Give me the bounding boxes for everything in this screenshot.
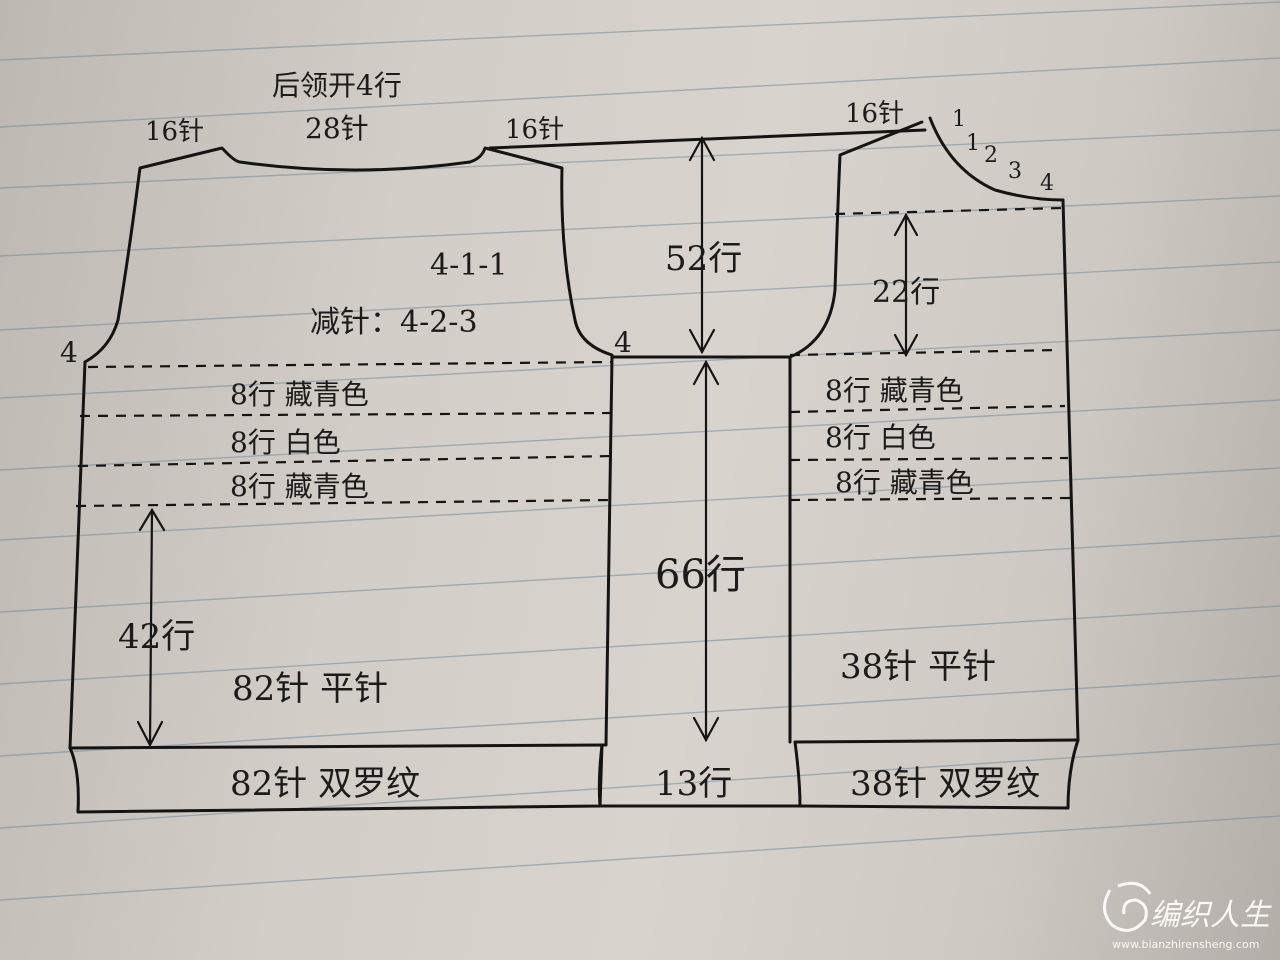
back-neck-label: 后领开4行	[272, 69, 402, 102]
back-stitches-label: 82针 平针	[232, 669, 388, 709]
stripe-dashes	[75, 206, 1071, 508]
decrease-line1-label: 4-1-1	[430, 248, 508, 283]
stripe-left-3-label: 8行 藏青色	[230, 470, 369, 503]
front-neck-curve	[928, 116, 1065, 202]
left-body-arrow	[148, 508, 154, 747]
stripe-left-2-label: 8行 白色	[230, 426, 341, 459]
shoulder-middle-label: 16针	[505, 115, 564, 145]
armhole-height-label: 52行	[665, 239, 742, 279]
stripe-right-1-label: 8行 藏青色	[825, 374, 964, 407]
watermark-url: www.bianzhirensheng.com	[1112, 938, 1259, 951]
stripe-left-1-label: 8行 藏青色	[230, 378, 369, 411]
back-rib	[68, 743, 604, 814]
neck-step-3: 3	[1008, 159, 1022, 184]
back-rib-label: 82针 双罗纹	[230, 764, 420, 804]
stripe-right-2-label: 8行 白色	[825, 421, 936, 454]
shoulder-top-line	[488, 128, 927, 150]
measurement-arrows	[136, 135, 919, 748]
sleeve-left-side	[604, 355, 614, 747]
front-neck-height-label: 22行	[872, 275, 940, 310]
armhole-right-rows-label: 4	[614, 326, 632, 359]
watermark-logo-icon	[1103, 881, 1152, 932]
pattern-outline	[68, 116, 1080, 814]
front-rib	[798, 738, 1080, 810]
back-hem-line	[68, 743, 607, 750]
body-height-left-label: 42行	[118, 617, 195, 657]
body-height-sleeve-label: 66行	[655, 552, 746, 598]
ruled-lines	[0, 1, 1280, 901]
back-left-side	[68, 360, 87, 750]
back-left-armhole	[83, 181, 140, 364]
front-stitches-label: 38针 平针	[840, 647, 996, 687]
sleeve-rib-label: 13行	[655, 764, 732, 804]
watermark-brand: 编织人生	[1150, 898, 1272, 933]
shoulder-left-label: 16针	[145, 117, 204, 147]
armhole-left-rows-label: 4	[60, 336, 78, 369]
decrease-line2-label: 减针：4-2-3	[310, 305, 478, 340]
neck-stitches-label: 28针	[305, 112, 369, 145]
annotations: 后领开4行 28针 16针 16针 16针 1 1 2 3 4 4 4 4-1-…	[60, 69, 1054, 804]
neck-step-4: 4	[1040, 171, 1054, 196]
front-hem-line	[793, 738, 1080, 744]
front-armhole	[788, 120, 924, 359]
neck-step-2: 2	[984, 143, 998, 168]
watermark: 编织人生 www.bianzhirensheng.com	[1103, 881, 1272, 951]
front-right-side	[1061, 198, 1080, 742]
stripe-right-3-label: 8行 藏青色	[835, 466, 974, 499]
front-rib-label: 38针 双罗纹	[850, 764, 1040, 804]
neck-step-1a: 1	[952, 107, 966, 132]
back-piece-outline	[136, 146, 614, 357]
shoulder-right-label: 16针	[845, 99, 904, 129]
neck-step-1b: 1	[966, 131, 980, 156]
